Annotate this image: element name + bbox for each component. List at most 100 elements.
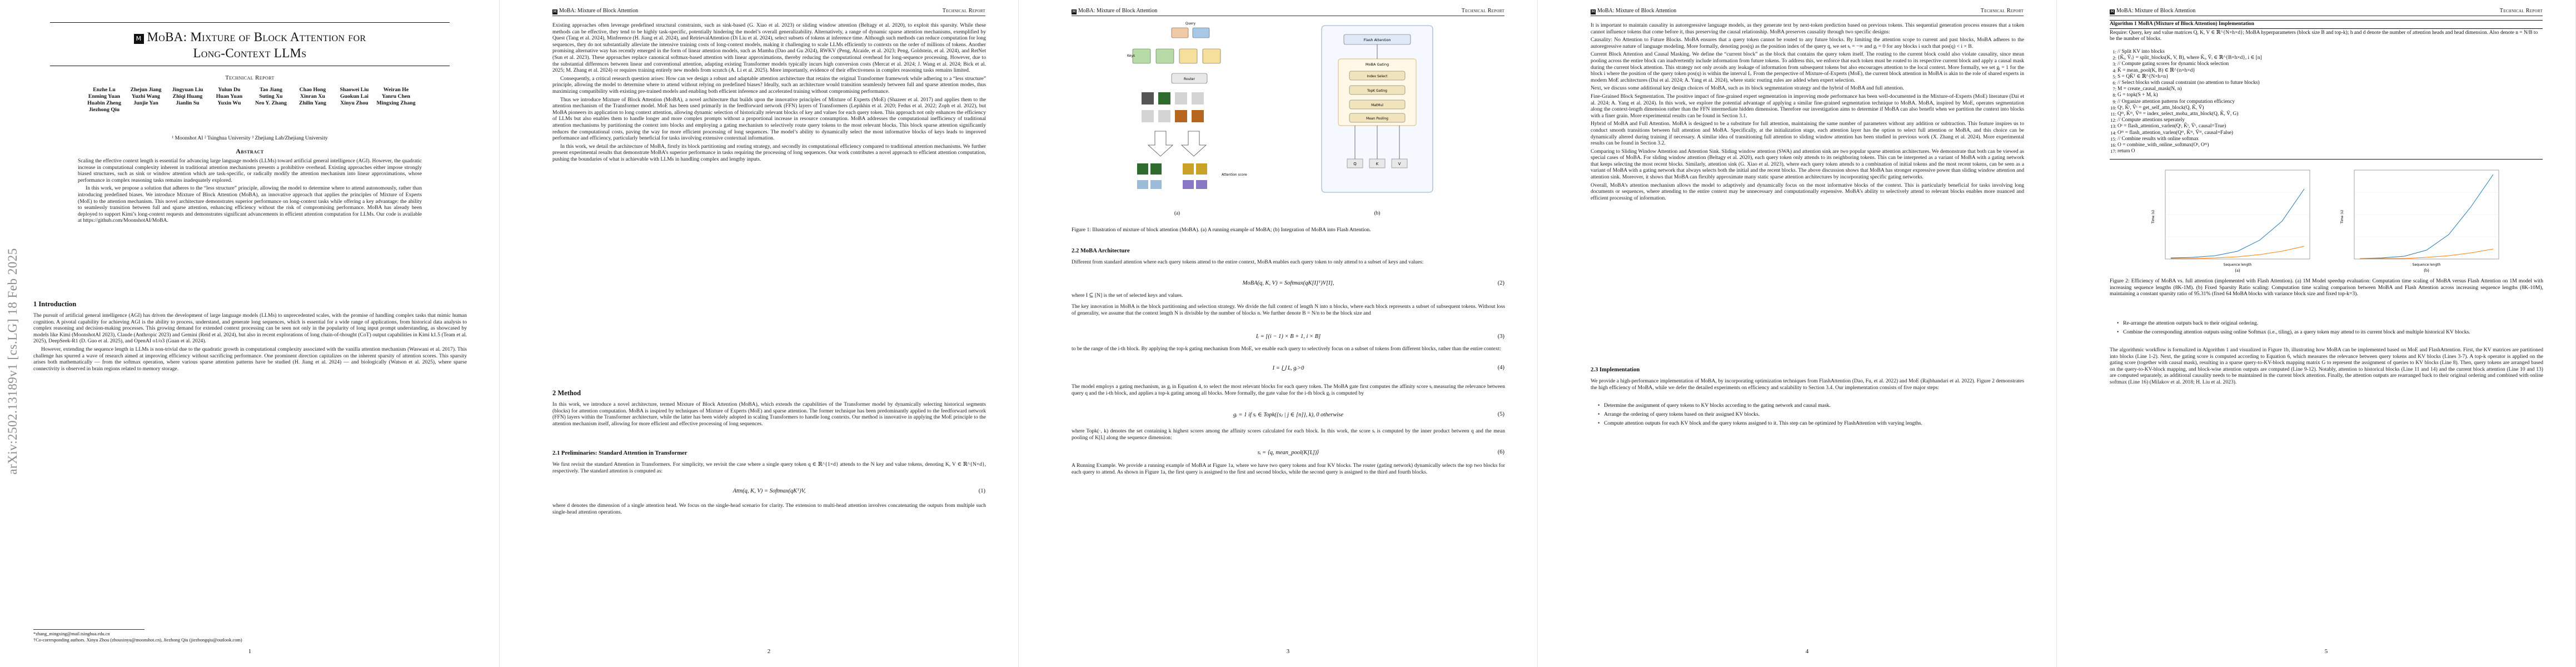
after-equation-2: where I ⊆ [N] is the set of selected key… — [1072, 292, 1183, 298]
fig2b-label: (b) — [2424, 268, 2429, 272]
after-equation-1: where d denotes the dimension of a singl… — [552, 502, 986, 515]
algorithm-line: 6:// Select blocks with causal constrain… — [2112, 80, 2260, 86]
algorithm-line: 16:O = combine_with_online_softmax(Oˢ, O… — [2110, 142, 2209, 148]
page2-body: Existing approaches often leverage prede… — [552, 22, 986, 162]
fig1b-gating-label: MoBA Gating — [1366, 62, 1389, 67]
algorithm-title: Algorithm 1 MoBA (Mixture of Block Atten… — [2110, 21, 2254, 27]
footnote-corresponding: †Co-corresponding authors. Xinyu Zhou (z… — [33, 638, 242, 643]
method-body: In this work, we introduce a novel archi… — [552, 401, 986, 427]
page-1: arXiv:2502.13189v1 [cs.LG] 18 Feb 2025 M… — [0, 0, 500, 667]
equation-1-number: (1) — [978, 488, 985, 494]
page-number: 3 — [1286, 648, 1290, 655]
author-name: Jianlin Su — [176, 100, 200, 106]
moba-logo-icon: M — [552, 9, 557, 14]
equation-3-number: (3) — [1497, 334, 1504, 340]
subsection-preliminaries-heading: 2.1 Preliminaries: Standard Attention in… — [552, 450, 687, 456]
implementation-step-3: Compute attention outputs for each KV bl… — [1598, 420, 2024, 427]
fig2a-ylabel: Time (s) — [2151, 210, 2155, 224]
report-label: Technical Report — [225, 74, 275, 81]
author-name: Suting Xu — [259, 93, 283, 99]
author-name: Yuxin Wu — [217, 100, 241, 106]
fig2b-xlabel: Sequence length — [2413, 263, 2441, 267]
block-partition-body: The key innovation in MoBA is the block … — [1072, 303, 1505, 316]
author-name: Zhejun Jiang — [130, 87, 162, 93]
author-name: Yulun Du — [218, 87, 241, 93]
author-name: Mingxing Zhang — [376, 100, 416, 106]
footnote-email: *zhang_mingxing@mail.tsinghua.edu.cn — [33, 631, 110, 636]
fig1b-mean-pool: Mean Pooling — [1366, 117, 1388, 121]
implementation-step-4: Re-arrange the attention outputs back to… — [2117, 320, 2543, 327]
author-name: Zhilin Yang — [299, 100, 326, 106]
fig2a-xlabel: Sequence length — [2224, 263, 2252, 267]
gating-body: The model employs a gating mechanism, as… — [1072, 384, 1505, 396]
algorithm-line: 12:// Compute attentions seperately — [2110, 117, 2185, 123]
arxiv-stamp: arXiv:2502.13189v1 [cs.LG] 18 Feb 2025 — [4, 233, 21, 489]
author-name: Chao Hong — [299, 87, 326, 93]
algorithm-line: 4:K̄ = mean_pool(K, B) ∈ ℝ^{n×h×d} — [2112, 67, 2195, 73]
equation-2: MoBA(q, K, V) = Softmax(qK[I]ᵀ)V[I], — [1242, 280, 1334, 286]
fig1b-matmul: MatMul — [1371, 103, 1383, 107]
author-name: Jiezhong Qiu — [88, 107, 120, 113]
author-name: Junjie Yan — [133, 100, 158, 106]
algorithm-line: 13:Oˢ = flash_attention_varlen(Qˢ, K̃ˢ, … — [2110, 123, 2226, 130]
fig1b-q: Q — [1353, 162, 1357, 166]
author-name: Xinyu Zhou — [340, 100, 368, 106]
author-name: Shaowei Liu — [340, 87, 369, 93]
fig1b-flash-label: Flash Attention — [1363, 38, 1391, 42]
fig1a-keys-label: Keys — [1127, 54, 1135, 58]
abstract-body: Scaling the effective context length is … — [78, 158, 422, 224]
algorithm-line: 11:Qᵐ, K̃ᵐ, Ṽᵐ = index_select_moba_attn_… — [2110, 111, 2239, 117]
algorithm-line: 3:// Compute gating scores for dynamic b… — [2112, 61, 2229, 67]
algorithm-workflow-body: The algorithmic workflow is formalized i… — [2110, 347, 2543, 385]
algorithm-line: 14:Oᵐ = flash_attention_varlen(Qᵐ, K̃ᵐ, … — [2110, 130, 2234, 136]
moba-logo-icon: M — [1591, 9, 1596, 14]
author-name: Xinran Xu — [300, 93, 325, 99]
implementation-step-2: Arrange the ordering of query tokens bas… — [1598, 411, 2024, 418]
equation-4: I = ⋃ Iᵢ, gᵢ>0 — [1272, 365, 1304, 371]
algorithm-line: 9:// Organize attention patterns for com… — [2112, 98, 2235, 104]
after-equation-3: to be the range of the i-th block. By ap… — [1072, 346, 1501, 352]
algorithm-rule-bottom — [2110, 159, 2543, 160]
page-number: 1 — [248, 648, 252, 655]
abstract-title: Abstract — [236, 147, 264, 155]
equation-6: sᵢ = ⟨q, mean_pool(K[Iᵢ])⟩ — [1257, 450, 1319, 456]
title-rule-top — [50, 22, 450, 23]
equation-5: gᵢ = 1 if sᵢ ∈ Topk({sⱼ | j ∈ [n]}, k), … — [1233, 412, 1343, 418]
equation-6-number: (6) — [1497, 449, 1504, 455]
fig2a-label: (a) — [2235, 268, 2240, 272]
fig2b-ylabel: Time (s) — [2340, 210, 2344, 224]
equation-4-number: (4) — [1497, 365, 1504, 371]
equation-2-number: (2) — [1497, 280, 1504, 286]
fig1b-topk: TopK Gating — [1367, 89, 1387, 93]
author-name: Huabin Zheng — [87, 100, 121, 106]
author-name: Yuzhi Wang — [132, 93, 160, 99]
author-name: Neo Y. Zhang — [255, 100, 287, 106]
running-example-body: A Running Example. We provide a running … — [1072, 462, 1505, 475]
introduction-body: The pursuit of artificial general intell… — [33, 312, 467, 372]
affiliations: ¹ Moonshot AI ² Tsinghua University ³ Zh… — [172, 135, 328, 141]
author-name: Guokun Lai — [340, 93, 368, 99]
author-name: Enming Yuan — [88, 93, 121, 99]
algorithm-line: 10:Qˢ, K̃ˢ, Ṽˢ = get_self_attn_block(Q, … — [2110, 104, 2204, 111]
algorithm-line: 5:S = QK̄ᵀ ∈ ℝ^{N×h×n} — [2112, 73, 2169, 79]
algorithm-line: 17:return O — [2110, 148, 2135, 155]
author-name: Enzhe Lu — [93, 87, 116, 93]
moba-logo-icon: M — [133, 34, 144, 44]
page-number: 2 — [767, 648, 771, 655]
fig1b-label: (b) — [1374, 210, 1381, 216]
author-name: Yanru Chen — [382, 93, 410, 99]
subsection-architecture-heading: 2.2 MoBA Architecture — [1072, 248, 1130, 254]
implementation-step-5: Combine the corresponding attention outp… — [2117, 329, 2543, 336]
preliminaries-body: We first revisit the standard Attention … — [552, 461, 986, 474]
algorithm-rule-mid — [2110, 28, 2543, 29]
section-method-heading: 2 Method — [552, 389, 581, 397]
footnote-rule — [33, 629, 145, 630]
page-number: 4 — [1805, 648, 1809, 655]
fig1a-label: (a) — [1174, 210, 1180, 216]
